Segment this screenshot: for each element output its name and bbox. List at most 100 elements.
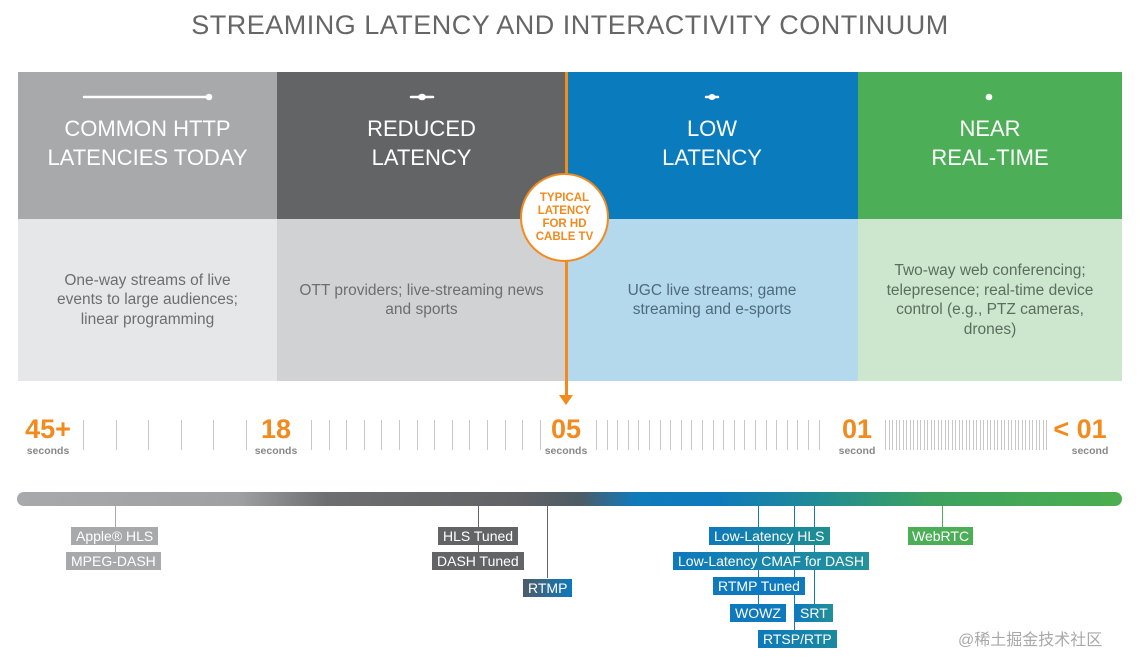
scale-tick	[364, 420, 365, 450]
scale-tick	[116, 420, 117, 450]
scale-tick	[980, 420, 981, 450]
protocol-tag-webrtc: WebRTC	[908, 527, 974, 545]
scale-tick	[469, 420, 470, 450]
scale-tick	[959, 420, 960, 450]
scale-tick	[934, 420, 935, 450]
scale-value: < 01	[1053, 414, 1107, 444]
scale-tick	[899, 420, 900, 450]
scale-tick	[617, 420, 618, 450]
scale-tick	[691, 420, 692, 450]
scale-tick	[596, 420, 597, 450]
scale-tick	[906, 420, 907, 450]
tiny-latency-line-icon	[704, 94, 720, 100]
scale-tick	[1029, 420, 1030, 450]
protocol-tag-wowz: WOWZ	[730, 604, 786, 622]
scale-tick	[1001, 420, 1002, 450]
watermark: @稀土掘金技术社区	[958, 632, 1103, 649]
scale-tick	[434, 420, 435, 450]
scale-tick	[927, 420, 928, 450]
scale-tick	[1011, 420, 1012, 450]
scale-tick	[381, 420, 382, 450]
scale-unit: second	[838, 445, 876, 457]
scale-tick	[819, 420, 820, 450]
scale-tick	[181, 420, 182, 450]
scale-tick	[889, 420, 890, 450]
scale-tick	[941, 420, 942, 450]
scale-tick	[808, 420, 809, 450]
scale-tick	[246, 420, 247, 450]
scale-tick	[903, 420, 904, 450]
protocol-tag-rtmp-tuned: RTMP Tuned	[713, 577, 805, 595]
scale-tick	[417, 420, 418, 450]
protocol-tag-rtsp-rtp: RTSP/RTP	[758, 630, 837, 648]
scale-tick	[399, 420, 400, 450]
protocol-tag-mpeg-dash: MPEG-DASH	[66, 552, 161, 570]
scale-tick	[660, 420, 661, 450]
scale-tick	[966, 420, 967, 450]
scale-unit: seconds	[544, 445, 588, 457]
scale-tick	[983, 420, 984, 450]
scale-tick	[990, 420, 991, 450]
scale-tick	[734, 420, 735, 450]
scale-tick	[346, 420, 347, 450]
short-latency-line-icon	[409, 93, 435, 101]
protocol-tag-srt: SRT	[795, 604, 833, 622]
protocol-tag-rtmp: RTMP	[523, 579, 573, 597]
scale-tick	[1032, 420, 1033, 450]
scale-tick	[787, 420, 788, 450]
scale-tick	[505, 420, 506, 450]
scale-tick	[213, 420, 214, 450]
scale-tick	[913, 420, 914, 450]
scale-tick	[955, 420, 956, 450]
scale-tick	[522, 420, 523, 450]
scale-tick	[931, 420, 932, 450]
scale-tick	[997, 420, 998, 450]
scale-tick	[994, 420, 995, 450]
protocol-tag-low-latency-cmaf: Low-Latency CMAF for DASH	[673, 552, 869, 570]
dot-icon	[985, 93, 993, 101]
scale-tick	[628, 420, 629, 450]
scale-tick	[1043, 420, 1044, 450]
page-title: STREAMING LATENCY AND INTERACTIVITY CONT…	[191, 10, 949, 40]
scale-tick	[1022, 420, 1023, 450]
scale-tick	[83, 420, 84, 450]
scale-unit: seconds	[254, 445, 298, 457]
scale-tick	[607, 420, 608, 450]
scale-tick	[744, 420, 745, 450]
latency-gradient-bar	[17, 492, 1122, 506]
scale-tick	[973, 420, 974, 450]
scale-tick	[1039, 420, 1040, 450]
scale-unit: seconds	[26, 445, 70, 457]
scale-tick	[797, 420, 798, 450]
scale-tick	[713, 420, 714, 450]
scale-tick	[649, 420, 650, 450]
scale-tick	[702, 420, 703, 450]
scale-tick	[917, 420, 918, 450]
scale-tick	[1046, 420, 1047, 450]
scale-tick	[885, 420, 886, 450]
protocol-tag-apple-hls: Apple® HLS	[71, 527, 159, 545]
scale-tick	[638, 420, 639, 450]
protocol-tag-hls-tuned: HLS Tuned	[438, 527, 519, 545]
scale-tick	[969, 420, 970, 450]
scale-tick	[952, 420, 953, 450]
scale-tick	[1004, 420, 1005, 450]
scale-value: 45+	[25, 414, 71, 444]
scale-tick	[329, 420, 330, 450]
scale-value: 05	[550, 414, 582, 444]
column-description: One-way streams of live events to large …	[18, 219, 277, 381]
scale-tick	[487, 420, 488, 450]
scale-tick	[938, 420, 939, 450]
scale-tick	[976, 420, 977, 450]
scale-tick	[148, 420, 149, 450]
scale-tick	[670, 420, 671, 450]
connector-line	[942, 506, 943, 528]
scale-tick	[1036, 420, 1037, 450]
scale-tick	[766, 420, 767, 450]
